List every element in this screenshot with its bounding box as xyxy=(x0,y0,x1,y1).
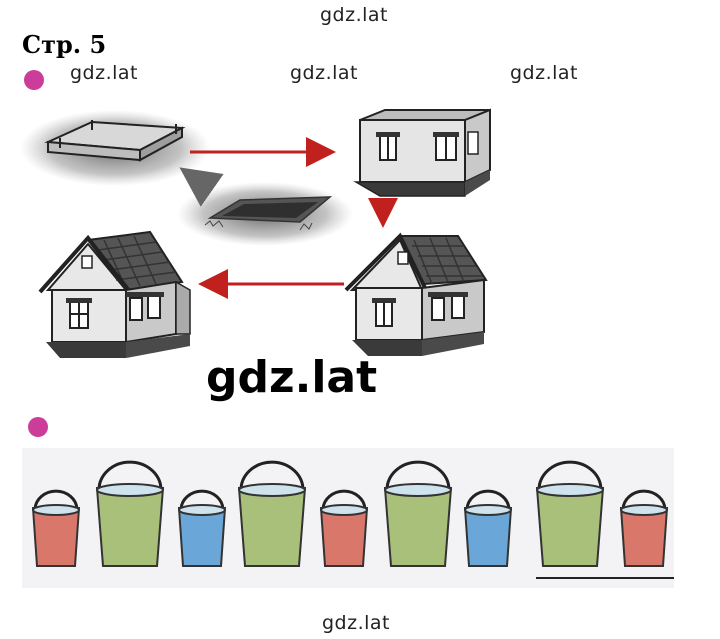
bucket-icon xyxy=(237,460,307,567)
page-label: Стр. 5 xyxy=(22,30,107,59)
foundation-frame-icon xyxy=(20,110,210,186)
watermark-top: gdz.lat xyxy=(320,4,389,26)
bucket-icon xyxy=(31,489,81,567)
bucket-icon xyxy=(535,460,605,567)
bucket-icon xyxy=(319,489,369,567)
bucket-icon xyxy=(177,489,227,567)
watermark-large: gdz.lat xyxy=(206,352,378,403)
watermark-bottom: gdz.lat xyxy=(322,612,391,634)
bucket-icon xyxy=(383,460,453,567)
bucket-icon xyxy=(463,489,513,567)
house-with-roof-icon xyxy=(344,232,488,356)
finished-house-icon xyxy=(38,230,191,358)
bucket-icon xyxy=(95,460,165,567)
watermark-row-3: gdz.lat xyxy=(510,62,579,84)
watermark-row-1: gdz.lat xyxy=(70,62,139,84)
watermark-row-2: gdz.lat xyxy=(290,62,359,84)
arrow-pit-to-foundation-icon xyxy=(179,167,224,207)
bullet-1-icon xyxy=(24,70,44,90)
bucket-icon xyxy=(619,489,669,567)
walls-box-icon xyxy=(353,108,491,197)
bullet-2-icon xyxy=(28,417,48,437)
